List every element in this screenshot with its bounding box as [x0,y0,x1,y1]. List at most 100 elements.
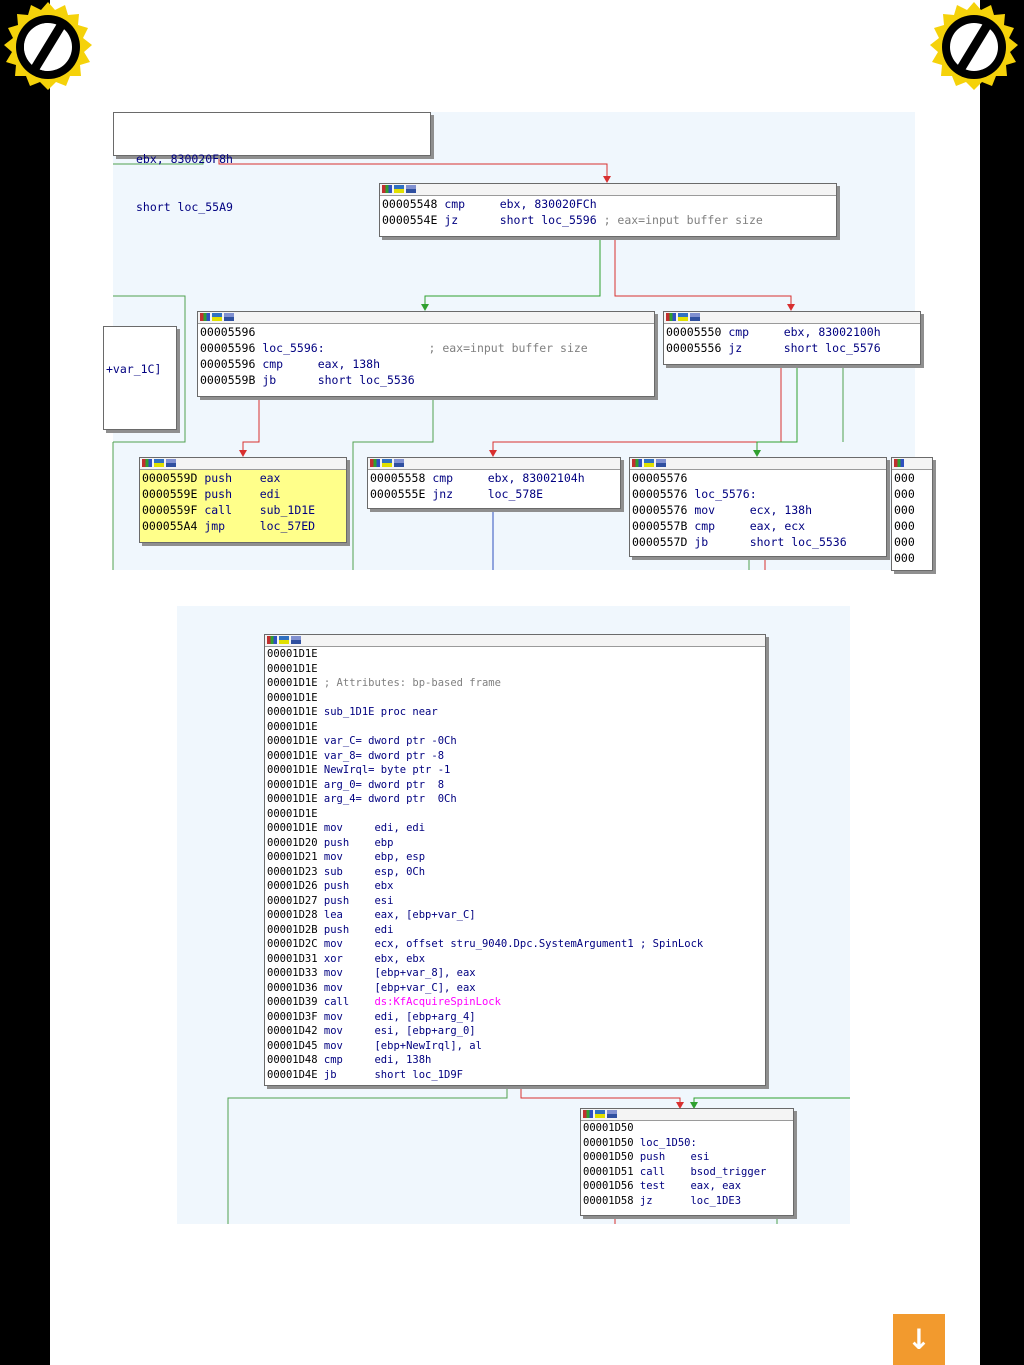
graph-color-icon[interactable] [583,1110,593,1118]
graph-node-left-fragment[interactable]: +var_1C] [103,326,177,430]
graph-color-icon[interactable] [370,459,380,467]
graph-node-a[interactable]: ebx, 830020F8h short loc_55A9 [113,112,431,214]
asm-line[interactable]: 00001D50 [583,1121,791,1136]
asm-line[interactable]: 00005596 [200,324,652,340]
graph-group-icon[interactable] [394,459,404,467]
asm-line[interactable]: 00001D1E arg_0= dword ptr 8 [267,778,763,793]
asm-line[interactable]: 0000555E jnz loc_578E [370,486,618,502]
asm-line[interactable]: 00001D56 test eax, eax [583,1179,791,1194]
graph-color-icon[interactable] [267,636,277,644]
graph-group-icon[interactable] [166,459,176,467]
graph-color-icon[interactable] [666,313,676,321]
node-toolbar [380,184,836,196]
asm-line[interactable]: 00001D1E var_8= dword ptr -8 [267,749,763,764]
asm-line[interactable]: 0000559F call sub_1D1E [142,502,344,518]
asm-line[interactable]: 00001D58 jz loc_1DE3 [583,1194,791,1209]
asm-operand: eax [259,471,281,485]
asm-line[interactable]: 00001D4E jb short loc_1D9F [267,1068,763,1083]
asm-line[interactable]: 00001D2C mov ecx, offset stru_9040.Dpc.S… [267,937,763,952]
asm-line[interactable]: 00001D20 push ebp [267,836,763,851]
asm-line[interactable]: 00005556 jz short loc_5576 [666,340,918,356]
brand-logo-icon[interactable] [926,0,1022,96]
asm-line[interactable]: 0000559E push edi [142,486,344,502]
graph-node-c[interactable]: 00005596 00005596 loc_5596: ; eax=input … [197,311,655,397]
asm-line[interactable]: 00001D1E ; Attributes: bp-based frame [267,676,763,691]
asm-line[interactable]: 0000559B jb short loc_5536 [200,372,652,388]
asm-line[interactable]: 00001D31 xor ebx, ebx [267,952,763,967]
asm-line[interactable]: 00001D1E NewIrql= byte ptr -1 [267,763,763,778]
asm-line[interactable]: 00001D1E sub_1D1E proc near [267,705,763,720]
asm-line[interactable]: 00001D27 push esi [267,894,763,909]
asm-line[interactable]: 00001D36 mov [ebp+var_C], eax [267,981,763,996]
brand-logo-icon[interactable] [0,0,96,96]
asm-line[interactable]: 00005576 mov ecx, 138h [632,502,884,518]
asm-line[interactable]: 00005596 cmp eax, 138h [200,356,652,372]
asm-line[interactable]: 00001D51 call bsod_trigger [583,1165,791,1180]
asm-line[interactable]: 00001D50 loc_1D50: [583,1136,791,1151]
graph-image-icon[interactable] [644,459,654,467]
asm-line[interactable]: 00001D48 cmp edi, 138h [267,1053,763,1068]
graph-node-loc-1d50[interactable]: 00001D50 00001D50 loc_1D50: 00001D50 pus… [580,1108,794,1216]
asm-line[interactable]: 0000557D jb short loc_5536 [632,534,884,550]
asm-line[interactable]: 00001D1E var_C= dword ptr -0Ch [267,734,763,749]
graph-color-icon[interactable] [632,459,642,467]
asm-line[interactable]: 00005576 loc_5576: [632,486,884,502]
graph-color-icon[interactable] [382,185,392,193]
asm-line[interactable]: 0000554E jz short loc_5596 ; eax=input b… [382,212,834,228]
asm-line[interactable]: 00001D21 mov ebp, esp [267,850,763,865]
asm-line[interactable]: 00005550 cmp ebx, 83002100h [666,324,918,340]
asm-line[interactable]: 00005558 cmp ebx, 83002104h [370,470,618,486]
asm-line[interactable]: 0000559D push eax [142,470,344,486]
graph-view-top[interactable]: ebx, 830020F8h short loc_55A9 00005548 c… [103,112,933,571]
asm-line[interactable]: 00001D3F mov edi, [ebp+arg_4] [267,1010,763,1025]
asm-line[interactable]: 00001D28 lea eax, [ebp+var_C] [267,908,763,923]
asm-line[interactable]: 00001D42 mov esi, [ebp+arg_0] [267,1024,763,1039]
asm-line[interactable]: 00001D1E [267,647,763,662]
graph-color-icon[interactable] [894,459,904,467]
graph-color-icon[interactable] [200,313,210,321]
asm-line[interactable]: 00001D2B push edi [267,923,763,938]
graph-image-icon[interactable] [595,1110,605,1118]
graph-group-icon[interactable] [224,313,234,321]
graph-group-icon[interactable] [656,459,666,467]
asm-line[interactable]: 00005548 cmp ebx, 830020FCh [382,196,834,212]
asm-line[interactable]: 00001D39 call ds:KfAcquireSpinLock [267,995,763,1010]
download-button[interactable]: ↓ [893,1314,945,1365]
asm-line[interactable]: 00001D1E [267,662,763,677]
graph-group-icon[interactable] [291,636,301,644]
graph-image-icon[interactable] [382,459,392,467]
graph-view-bottom[interactable]: 00001D1E 00001D1E 00001D1E ; Attributes:… [177,606,850,1224]
graph-image-icon[interactable] [394,185,404,193]
graph-node-sub-1d1e[interactable]: 00001D1E 00001D1E 00001D1E ; Attributes:… [264,634,766,1086]
graph-group-icon[interactable] [406,185,416,193]
graph-image-icon[interactable] [279,636,289,644]
asm-line[interactable]: 00001D1E [267,691,763,706]
asm-line[interactable]: 00001D1E [267,720,763,735]
asm-line[interactable]: 0000557B cmp eax, ecx [632,518,884,534]
asm-line[interactable]: 00005596 loc_5596: ; eax=input buffer si… [200,340,652,356]
asm-line[interactable]: 00001D23 sub esp, 0Ch [267,865,763,880]
graph-image-icon[interactable] [212,313,222,321]
asm-operand: ebx, 83002100h [783,325,881,339]
asm-line[interactable]: 00001D50 push esi [583,1150,791,1165]
graph-group-icon[interactable] [690,313,700,321]
asm-line[interactable]: 00001D1E arg_4= dword ptr 0Ch [267,792,763,807]
asm-line[interactable]: 00005576 [632,470,884,486]
graph-image-icon[interactable] [678,313,688,321]
graph-color-icon[interactable] [142,459,152,467]
asm-line[interactable]: 000055A4 jmp loc_57ED [142,518,344,534]
graph-node-g[interactable]: 00005576 00005576 loc_5576: 00005576 mov… [629,457,887,557]
asm-line[interactable]: 00001D45 mov [ebp+NewIrql], al [267,1039,763,1054]
graph-group-icon[interactable] [607,1110,617,1118]
asm-address: 00001D4E [267,1068,324,1081]
asm-line[interactable]: 00001D1E [267,807,763,822]
asm-line[interactable]: 00001D26 push ebx [267,879,763,894]
asm-line[interactable]: 00001D33 mov [ebp+var_8], eax [267,966,763,981]
graph-image-icon[interactable] [154,459,164,467]
asm-line[interactable]: 00001D1E mov edi, edi [267,821,763,836]
